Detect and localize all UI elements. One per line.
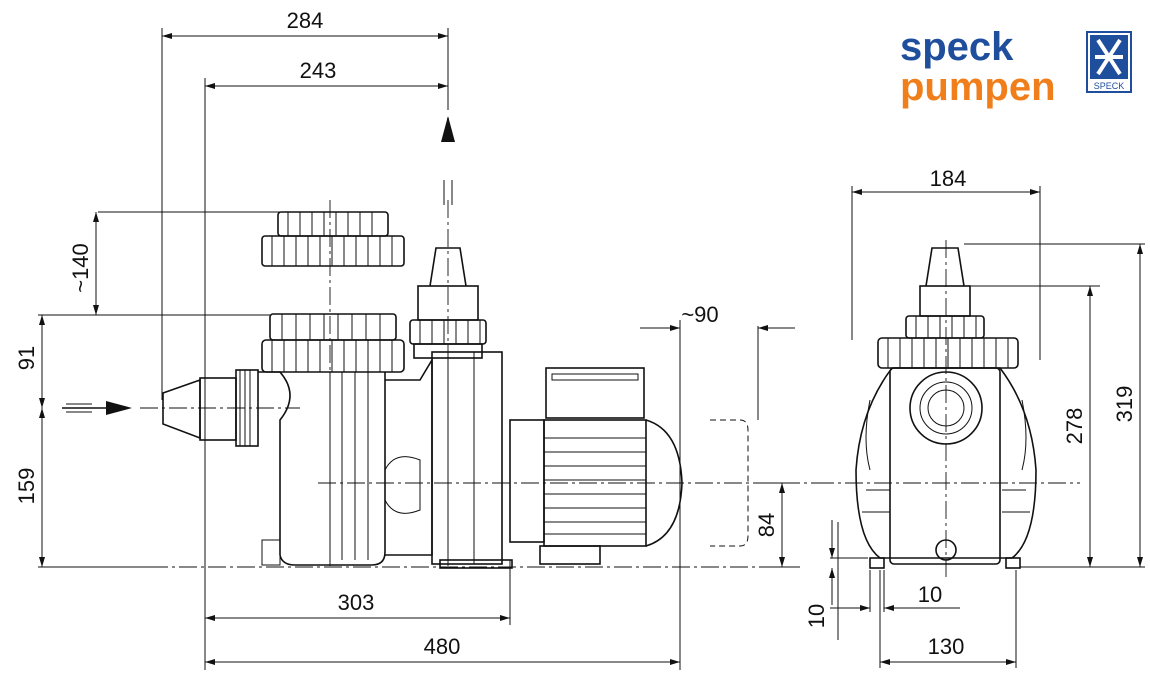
outlet-nozzle bbox=[429, 247, 467, 287]
lid-ring bbox=[269, 313, 397, 341]
end-foot-left bbox=[869, 557, 885, 569]
lid-removed bbox=[261, 235, 405, 267]
motor-adapter bbox=[509, 419, 545, 543]
dimension-labels: 284 243 ~140 91 159 ~90 84 303 480 184 2… bbox=[14, 8, 1137, 659]
badge-text: SPECK bbox=[1094, 81, 1125, 91]
dim-10-width: 10 bbox=[918, 582, 942, 607]
end-outlet-nozzle bbox=[925, 247, 965, 287]
dimension-lines bbox=[38, 28, 1145, 670]
dim-184: 184 bbox=[930, 166, 967, 191]
dim-91: 91 bbox=[14, 346, 39, 370]
front-foot bbox=[439, 559, 513, 569]
terminal-box bbox=[545, 367, 645, 419]
dim-284: 284 bbox=[287, 8, 324, 33]
dim-278: 278 bbox=[1062, 408, 1087, 445]
outlet-flow-arrow-icon bbox=[441, 116, 455, 205]
dim-319: 319 bbox=[1112, 386, 1137, 423]
fan-clearance bbox=[710, 419, 749, 547]
dim-243: 243 bbox=[300, 58, 337, 83]
inlet-nozzle bbox=[162, 378, 201, 440]
strainer-housing bbox=[258, 371, 386, 566]
flow-arrows bbox=[62, 116, 455, 415]
motor-flange bbox=[431, 351, 503, 565]
dim-130: 130 bbox=[928, 634, 965, 659]
motor-foot bbox=[539, 545, 601, 565]
volute bbox=[385, 357, 433, 556]
speck-pumpen-logo: speck pumpen SPECK bbox=[900, 25, 1132, 109]
inlet-flow-arrow-icon bbox=[62, 401, 132, 415]
strainer-lid bbox=[261, 339, 405, 373]
dim-140: ~140 bbox=[68, 243, 93, 293]
dim-10-height: 10 bbox=[804, 604, 829, 628]
logo-text-speck: speck bbox=[900, 25, 1014, 69]
end-foot-right bbox=[1005, 557, 1021, 569]
logo-text-pumpen: pumpen bbox=[900, 65, 1056, 109]
pump-side-elevation bbox=[162, 211, 749, 569]
dim-159: 159 bbox=[14, 468, 39, 505]
dim-84: 84 bbox=[754, 513, 779, 537]
speck-badge-icon: SPECK bbox=[1086, 31, 1132, 93]
dim-303: 303 bbox=[338, 590, 375, 615]
center-lines bbox=[140, 200, 1080, 580]
dim-480: 480 bbox=[424, 634, 461, 659]
dim-90: ~90 bbox=[681, 302, 718, 327]
